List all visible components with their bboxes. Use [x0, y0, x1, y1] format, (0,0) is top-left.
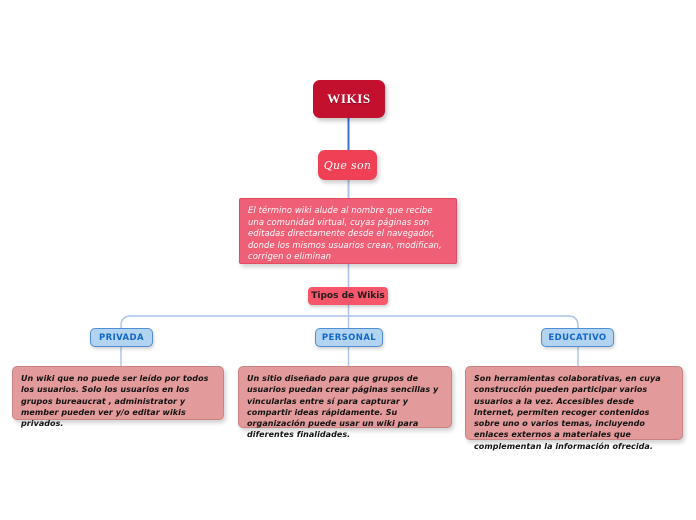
node-tipos-de-wikis[interactable]: Tipos de Wikis [308, 287, 388, 305]
node-description-educativo[interactable]: Son herramientas colaborativas, en cuya … [465, 366, 683, 451]
node-wikis-root[interactable]: WIKIS [313, 80, 385, 118]
node-category-educativo-label: EDUCATIVO [548, 332, 607, 343]
node-que-son-label: Que son [323, 158, 372, 172]
node-tipos-de-wikis-label: Tipos de Wikis [311, 291, 385, 301]
node-definition[interactable]: El término wiki alude al nombre que reci… [239, 198, 457, 264]
node-que-son[interactable]: Que son [318, 150, 377, 180]
node-category-personal[interactable]: PERSONAL [315, 328, 383, 347]
node-category-educativo[interactable]: EDUCATIVO [541, 328, 614, 347]
node-wikis-root-label: WIKIS [327, 91, 371, 106]
node-definition-text: El término wiki alude al nombre que reci… [248, 205, 442, 262]
node-description-personal-text: Un sitio diseñado para que grupos de usu… [247, 374, 439, 440]
node-description-educativo-text: Son herramientas colaborativas, en cuya … [474, 374, 661, 451]
node-description-privada[interactable]: Un wiki que no puede ser leído por todos… [12, 366, 224, 428]
node-description-privada-text: Un wiki que no puede ser leído por todos… [21, 374, 209, 429]
node-category-privada-label: PRIVADA [99, 332, 144, 343]
node-category-personal-label: PERSONAL [321, 332, 377, 343]
node-category-privada[interactable]: PRIVADA [90, 328, 153, 347]
edge-tipos-to-categories [120, 305, 579, 328]
node-description-personal[interactable]: Un sitio diseñado para que grupos de usu… [238, 366, 452, 439]
